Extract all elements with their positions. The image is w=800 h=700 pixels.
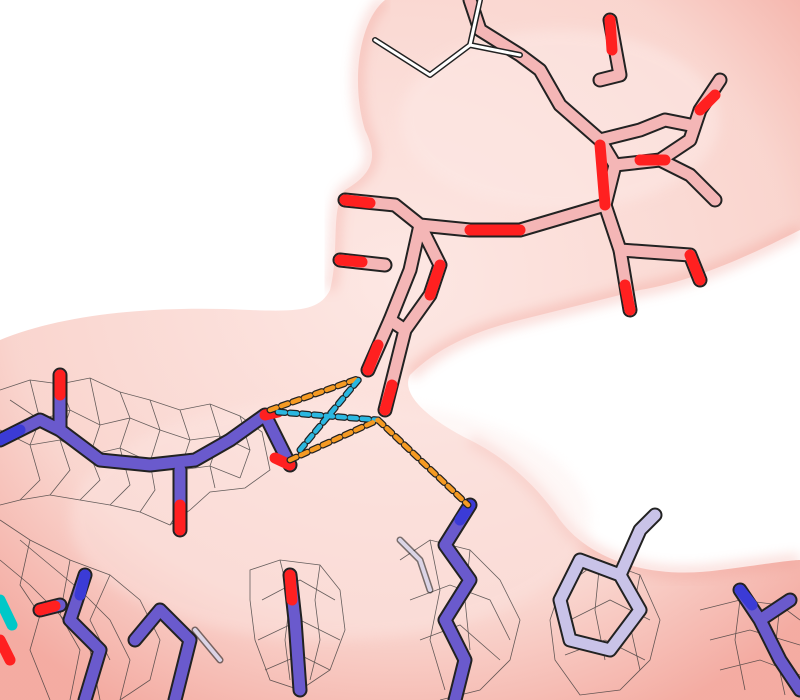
- hydrogen-bonds: [266, 374, 472, 509]
- surface-shade-edge: [325, 0, 389, 292]
- protein-residues[interactable]: [0, 367, 800, 700]
- lysine-side-chain: [439, 499, 476, 700]
- hbond-orange: [267, 375, 363, 413]
- ligand-oxygen: [339, 194, 376, 209]
- ligand-tail: [373, 38, 522, 77]
- protein-backbone: [0, 409, 296, 471]
- ligand-molecule[interactable]: [332, 0, 728, 418]
- density-mesh: [0, 377, 800, 700]
- surface-shade-edge-lower: [405, 224, 800, 380]
- protein-other-atom: [0, 594, 18, 631]
